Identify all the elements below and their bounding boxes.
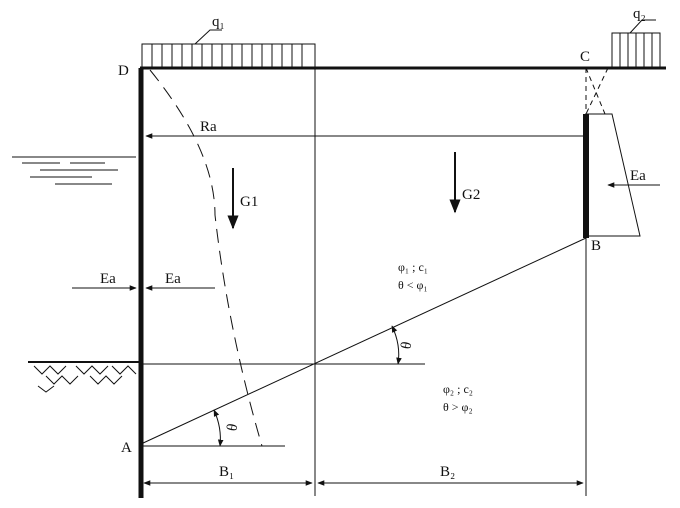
label-q1: q₁ <box>212 14 225 30</box>
surcharge-q1 <box>141 29 316 69</box>
label-G1: G1 <box>240 194 258 210</box>
label-layer2-params: φ₂ ; c₂ <box>443 382 473 396</box>
label-Ea-left-inner: Ea <box>165 271 181 287</box>
anchor-pressure-diagram <box>585 113 641 237</box>
soil-hatch <box>33 365 137 393</box>
failure-curve-dashed <box>149 69 263 447</box>
label-B: B <box>591 238 601 254</box>
label-layer2-condition: θ > φ₂ <box>443 400 473 414</box>
theta-arc-upper <box>391 325 402 365</box>
label-B2: B₂ <box>440 464 455 480</box>
anchor-wedge-dashed-cross1 <box>585 67 606 115</box>
label-D: D <box>118 63 129 79</box>
label-C: C <box>580 49 590 65</box>
label-Ea-left-outer: Ea <box>100 271 116 287</box>
anchor-wedge-dashed-cross2 <box>585 67 609 115</box>
label-layer1-condition: θ < φ₁ <box>398 278 428 292</box>
label-layer1-params: φ₁ ; c₁ <box>398 260 428 274</box>
label-Ea-anchor: Ea <box>630 168 646 184</box>
label-G2: G2 <box>462 187 480 203</box>
label-theta-lower: θ <box>224 423 241 433</box>
label-Ra: Ra <box>200 119 217 135</box>
theta-arc-lower <box>213 409 224 447</box>
label-theta-upper: θ <box>398 341 415 351</box>
water-level-symbol <box>12 156 136 185</box>
label-A: A <box>121 440 132 456</box>
label-B1: B₁ <box>219 464 234 480</box>
surcharge-q2 <box>611 19 661 69</box>
label-q2: q₂ <box>633 6 646 22</box>
sliding-surface-AB <box>140 237 587 445</box>
